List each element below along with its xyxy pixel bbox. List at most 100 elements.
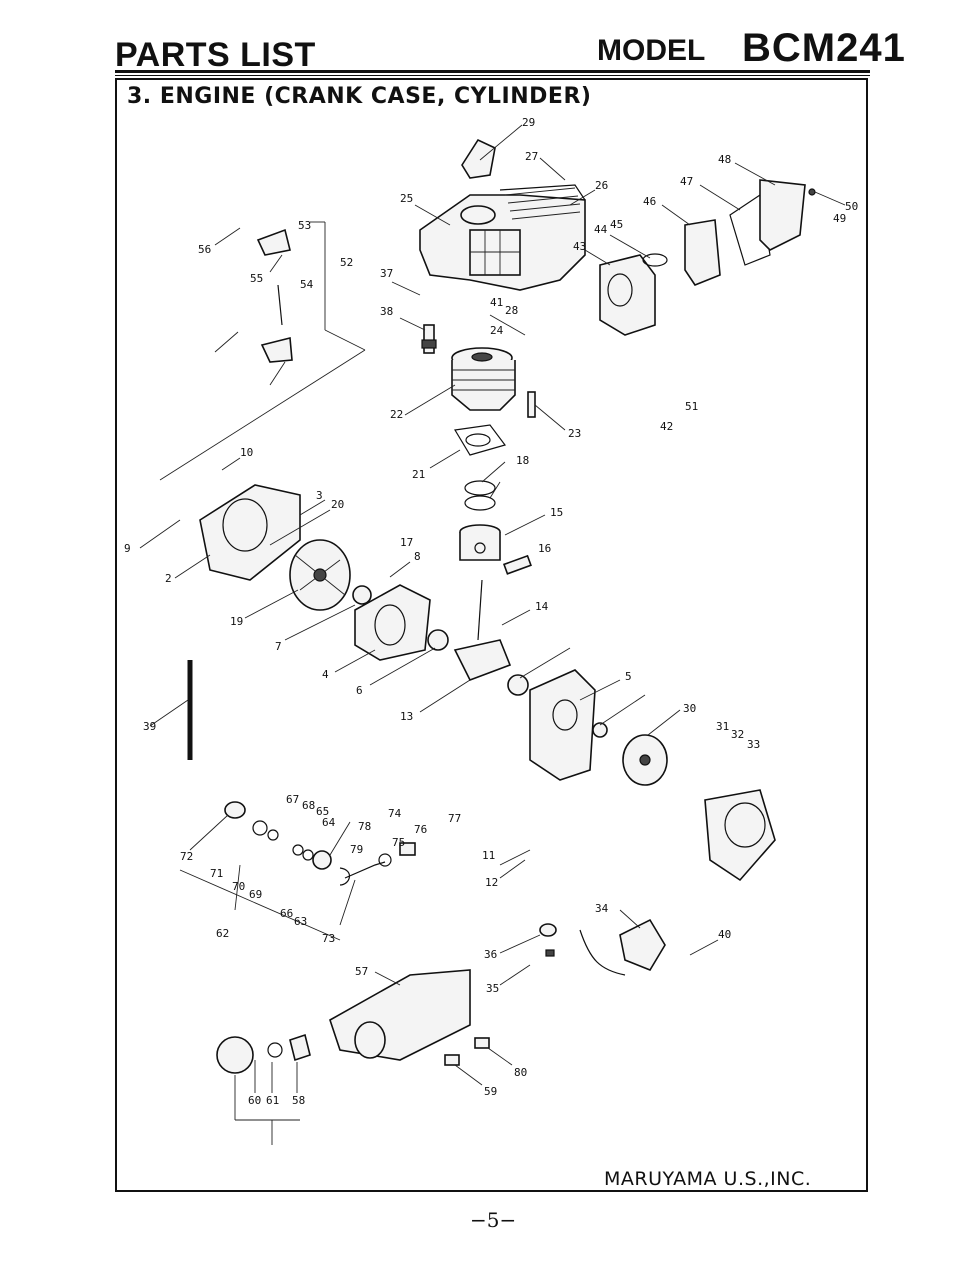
part-label: 16 xyxy=(538,542,551,555)
crankshaft-part xyxy=(352,579,529,696)
part-label: 52 xyxy=(340,256,353,269)
part-label: 78 xyxy=(358,820,371,833)
header-rule xyxy=(115,70,870,73)
carburetor-parts xyxy=(224,801,416,886)
part-label: 75 xyxy=(392,836,405,849)
part-label: 30 xyxy=(683,702,696,715)
part-label: 26 xyxy=(595,179,608,192)
part-label: 53 xyxy=(298,219,311,232)
part-label: 3 xyxy=(316,489,323,502)
header-rule-thin xyxy=(115,75,870,76)
part-label: 7 xyxy=(275,640,282,653)
part-label: 28 xyxy=(505,304,518,317)
piston-part xyxy=(459,524,532,575)
part-label: 12 xyxy=(485,876,498,889)
cylinder-cover-part xyxy=(419,138,586,291)
parts-list-title: PARTS LIST xyxy=(115,36,316,74)
part-label: 11 xyxy=(482,849,495,862)
part-label: 70 xyxy=(232,880,245,893)
part-label: 48 xyxy=(718,153,731,166)
part-label: 55 xyxy=(250,272,263,285)
part-label: 49 xyxy=(833,212,846,225)
model-code: BCM241 xyxy=(742,26,906,70)
bolt-part xyxy=(527,391,536,418)
part-label: 17 xyxy=(400,536,413,549)
small-parts xyxy=(444,923,557,1066)
air-cleaner-part xyxy=(599,179,816,336)
part-label: 27 xyxy=(525,150,538,163)
part-label: 21 xyxy=(412,468,425,481)
part-label: 42 xyxy=(660,420,673,433)
model-prefix: MODEL xyxy=(597,34,706,67)
part-label: 34 xyxy=(595,902,609,915)
section-title: 3. ENGINE (CRANK CASE, CYLINDER) xyxy=(127,84,592,109)
crankcase-half-part xyxy=(529,669,608,781)
part-label: 63 xyxy=(294,915,307,928)
part-label: 35 xyxy=(486,982,499,995)
part-label: 43 xyxy=(573,240,586,253)
part-label: 19 xyxy=(230,615,243,628)
part-label: 45 xyxy=(610,218,623,231)
part-label: 67 xyxy=(286,793,299,806)
part-label: 40 xyxy=(718,928,731,941)
part-label: 71 xyxy=(210,867,223,880)
part-label: 58 xyxy=(292,1094,305,1107)
cylinder-part xyxy=(451,347,516,411)
part-label: 47 xyxy=(680,175,693,188)
part-label: 60 xyxy=(248,1094,261,1107)
part-label: 59 xyxy=(484,1085,497,1098)
part-label: 13 xyxy=(400,710,413,723)
part-label: 38 xyxy=(380,305,393,318)
part-label: 74 xyxy=(388,807,402,820)
part-labels: 29 27 26 25 48 47 46 45 44 43 50 49 53 5… xyxy=(124,116,858,1107)
part-label: 24 xyxy=(490,324,504,337)
part-label: 44 xyxy=(594,223,608,236)
page-number: −5− xyxy=(470,1208,517,1232)
part-label: 10 xyxy=(240,446,253,459)
part-label: 51 xyxy=(685,400,698,413)
diagram-frame xyxy=(115,78,868,1192)
company-footer: MARUYAMA U.S.,INC. xyxy=(604,1168,812,1190)
part-label: 46 xyxy=(643,195,656,208)
part-label: 33 xyxy=(747,738,760,751)
part-label: 15 xyxy=(550,506,563,519)
part-label: 68 xyxy=(302,799,315,812)
part-label: 72 xyxy=(180,850,193,863)
part-label: 61 xyxy=(266,1094,279,1107)
part-label: 69 xyxy=(249,888,262,901)
leader-lines xyxy=(139,124,846,1145)
part-label: 80 xyxy=(514,1066,527,1079)
part-label: 56 xyxy=(198,243,211,256)
piston-rings-part xyxy=(464,480,496,511)
part-label: 66 xyxy=(280,907,293,920)
clutch-part xyxy=(622,734,776,882)
part-label: 29 xyxy=(522,116,535,129)
part-label: 65 xyxy=(316,805,329,818)
part-label: 6 xyxy=(356,684,363,697)
part-label: 20 xyxy=(331,498,344,511)
ignition-coil-part xyxy=(579,918,666,976)
part-label: 32 xyxy=(731,728,744,741)
part-label: 62 xyxy=(216,927,229,940)
part-label: 9 xyxy=(124,542,131,555)
part-label: 14 xyxy=(535,600,549,613)
part-label: 4 xyxy=(322,668,329,681)
part-label: 41 xyxy=(490,296,503,309)
part-label: 23 xyxy=(568,427,581,440)
flywheel-part xyxy=(289,539,351,611)
part-label: 37 xyxy=(380,267,393,280)
part-label: 39 xyxy=(143,720,156,733)
part-label: 25 xyxy=(400,192,413,205)
part-label: 76 xyxy=(414,823,427,836)
crankcase-part xyxy=(354,584,431,661)
part-label: 79 xyxy=(350,843,363,856)
part-label: 77 xyxy=(448,812,461,825)
bracket-part xyxy=(256,228,293,363)
part-label: 5 xyxy=(625,670,632,683)
part-label: 8 xyxy=(414,550,421,563)
spark-plug-part xyxy=(421,324,437,354)
fuel-tank-part xyxy=(216,969,471,1074)
part-label: 31 xyxy=(716,720,729,733)
part-label: 54 xyxy=(300,278,314,291)
